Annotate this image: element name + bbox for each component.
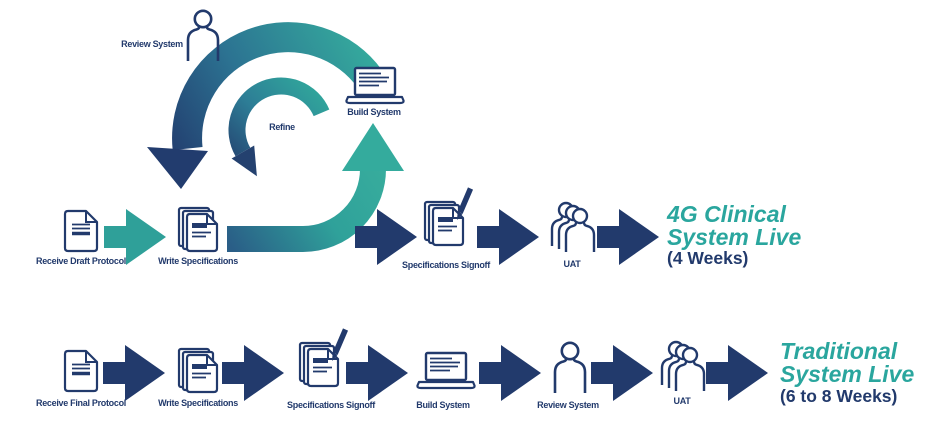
uat-people-icon (552, 203, 594, 252)
cycle-label-refine: Refine (269, 122, 295, 132)
documents-stack-icon (177, 206, 219, 253)
cycle-label-review-system: Review System (121, 39, 183, 49)
document-icon (63, 209, 99, 253)
cycle-up-arrow (227, 123, 404, 252)
laptop-icon (416, 351, 476, 390)
label-specifications-signoff: Specifications Signoff (402, 260, 490, 270)
label-build-system: Build System (416, 400, 470, 410)
flow-arrow (706, 345, 768, 401)
bottom-result-title-line1: Traditional (780, 338, 898, 364)
specifications-signoff-icon (425, 189, 471, 246)
specifications-signoff-icon (300, 330, 346, 387)
flow-arrow (346, 345, 408, 401)
cycle-outer-ring-arrow (147, 22, 383, 189)
flow-arrow (597, 209, 659, 265)
top-result-duration: (4 Weeks) (667, 248, 749, 268)
bottom-result-duration: (6 to 8 Weeks) (780, 386, 898, 406)
label-receive-final-protocol: Receive Final Protocol (36, 398, 126, 408)
flow-arrow (103, 345, 165, 401)
cycle-refine-arrow (228, 77, 330, 177)
flow-arrow (479, 345, 541, 401)
top-result-title-line2: System Live (667, 224, 802, 250)
documents-stack-icon (177, 347, 219, 394)
bottom-result-title-line2: System Live (780, 361, 915, 387)
person-icon (553, 341, 587, 395)
label-write-specifications: Write Specifications (158, 398, 238, 408)
label-review-system: Review System (537, 400, 599, 410)
label-specifications-signoff: Specifications Signoff (287, 400, 375, 410)
flow-arrow (222, 345, 284, 401)
flow-arrow (477, 209, 539, 265)
laptop-icon (345, 66, 405, 105)
cycle-label-build-system: Build System (347, 107, 401, 117)
uat-people-icon (662, 342, 704, 391)
top-result-title-line1: 4G Clinical (667, 201, 786, 227)
label-write-specifications: Write Specifications (158, 256, 238, 266)
flow-arrow (591, 345, 653, 401)
label-receive-draft-protocol: Receive Draft Protocol (36, 256, 126, 266)
label-uat: UAT (563, 259, 581, 269)
document-icon (63, 349, 99, 393)
label-uat: UAT (673, 396, 691, 406)
